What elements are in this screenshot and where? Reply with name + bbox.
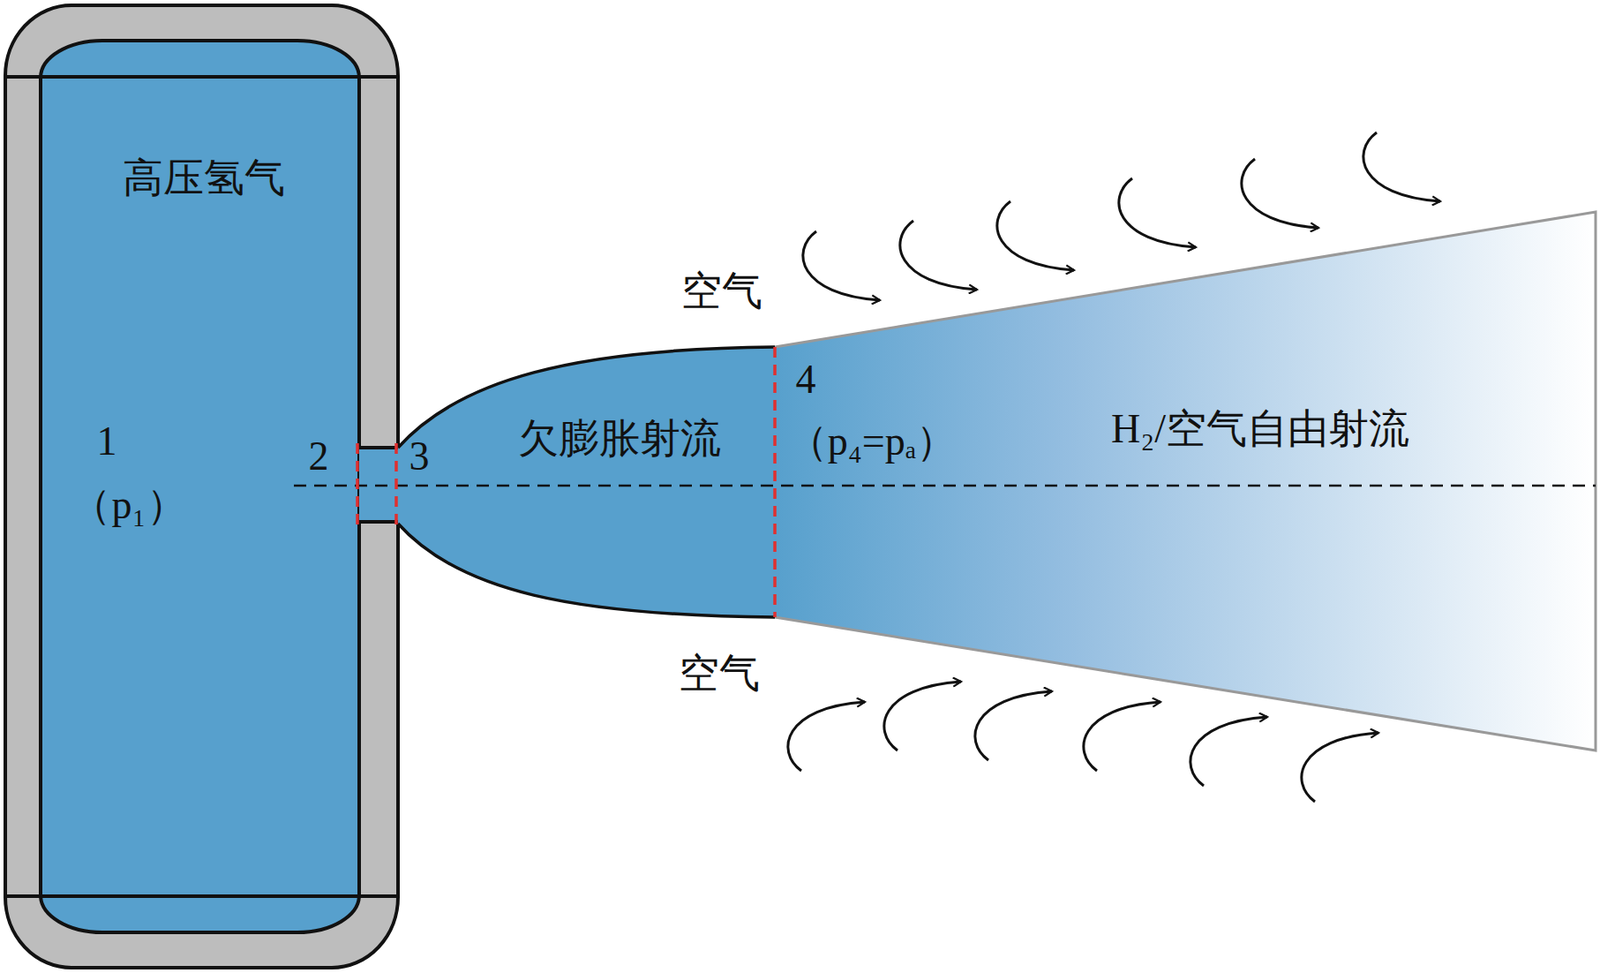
tank-node: 高压氢气 bbox=[5, 5, 399, 968]
free-jet bbox=[774, 211, 1596, 751]
jet-boundary bbox=[398, 346, 775, 617]
station-number: 2 bbox=[308, 434, 330, 480]
air-arrow bbox=[997, 201, 1075, 271]
underexpanded-jet bbox=[398, 346, 775, 617]
pressure-label: （p₄=pₐ） bbox=[787, 419, 958, 465]
free-jet-edge bbox=[774, 211, 1596, 751]
entrainment-arrows bbox=[788, 132, 1441, 802]
tank-wall bbox=[359, 521, 397, 896]
underexpanded-jet-node: 欠膨胀射流 bbox=[398, 346, 775, 617]
air-arrow bbox=[788, 701, 865, 771]
air-arrow bbox=[1241, 158, 1319, 228]
air-arrow bbox=[975, 691, 1052, 760]
air-arrow bbox=[1083, 701, 1161, 771]
region-label: H₂/空气自由射流 bbox=[1111, 406, 1410, 452]
tank-hydrogen bbox=[40, 40, 360, 932]
pressure-label: （p₁） bbox=[70, 482, 187, 528]
air-arrow bbox=[1119, 178, 1196, 248]
air-label: 空气 bbox=[681, 269, 763, 315]
region-label: 欠膨胀射流 bbox=[518, 416, 722, 462]
axis-line bbox=[293, 484, 1596, 488]
air-label: 空气 bbox=[678, 651, 760, 697]
air-arrow bbox=[1363, 132, 1441, 202]
tank-wall bbox=[359, 76, 397, 448]
station-number: 3 bbox=[409, 434, 430, 480]
air-arrow bbox=[803, 231, 880, 301]
tank-wall bbox=[7, 76, 41, 896]
air-arrow bbox=[884, 681, 962, 751]
air-arrow bbox=[1190, 716, 1268, 786]
free-jet-node: H₂/空气自由射流 bbox=[774, 211, 1596, 751]
station-number: 1 bbox=[97, 419, 118, 465]
region-label: 高压氢气 bbox=[122, 156, 286, 202]
air-arrow bbox=[1301, 732, 1379, 802]
station-number: 4 bbox=[796, 357, 817, 403]
station-line bbox=[357, 346, 775, 617]
air-arrow bbox=[900, 220, 977, 290]
